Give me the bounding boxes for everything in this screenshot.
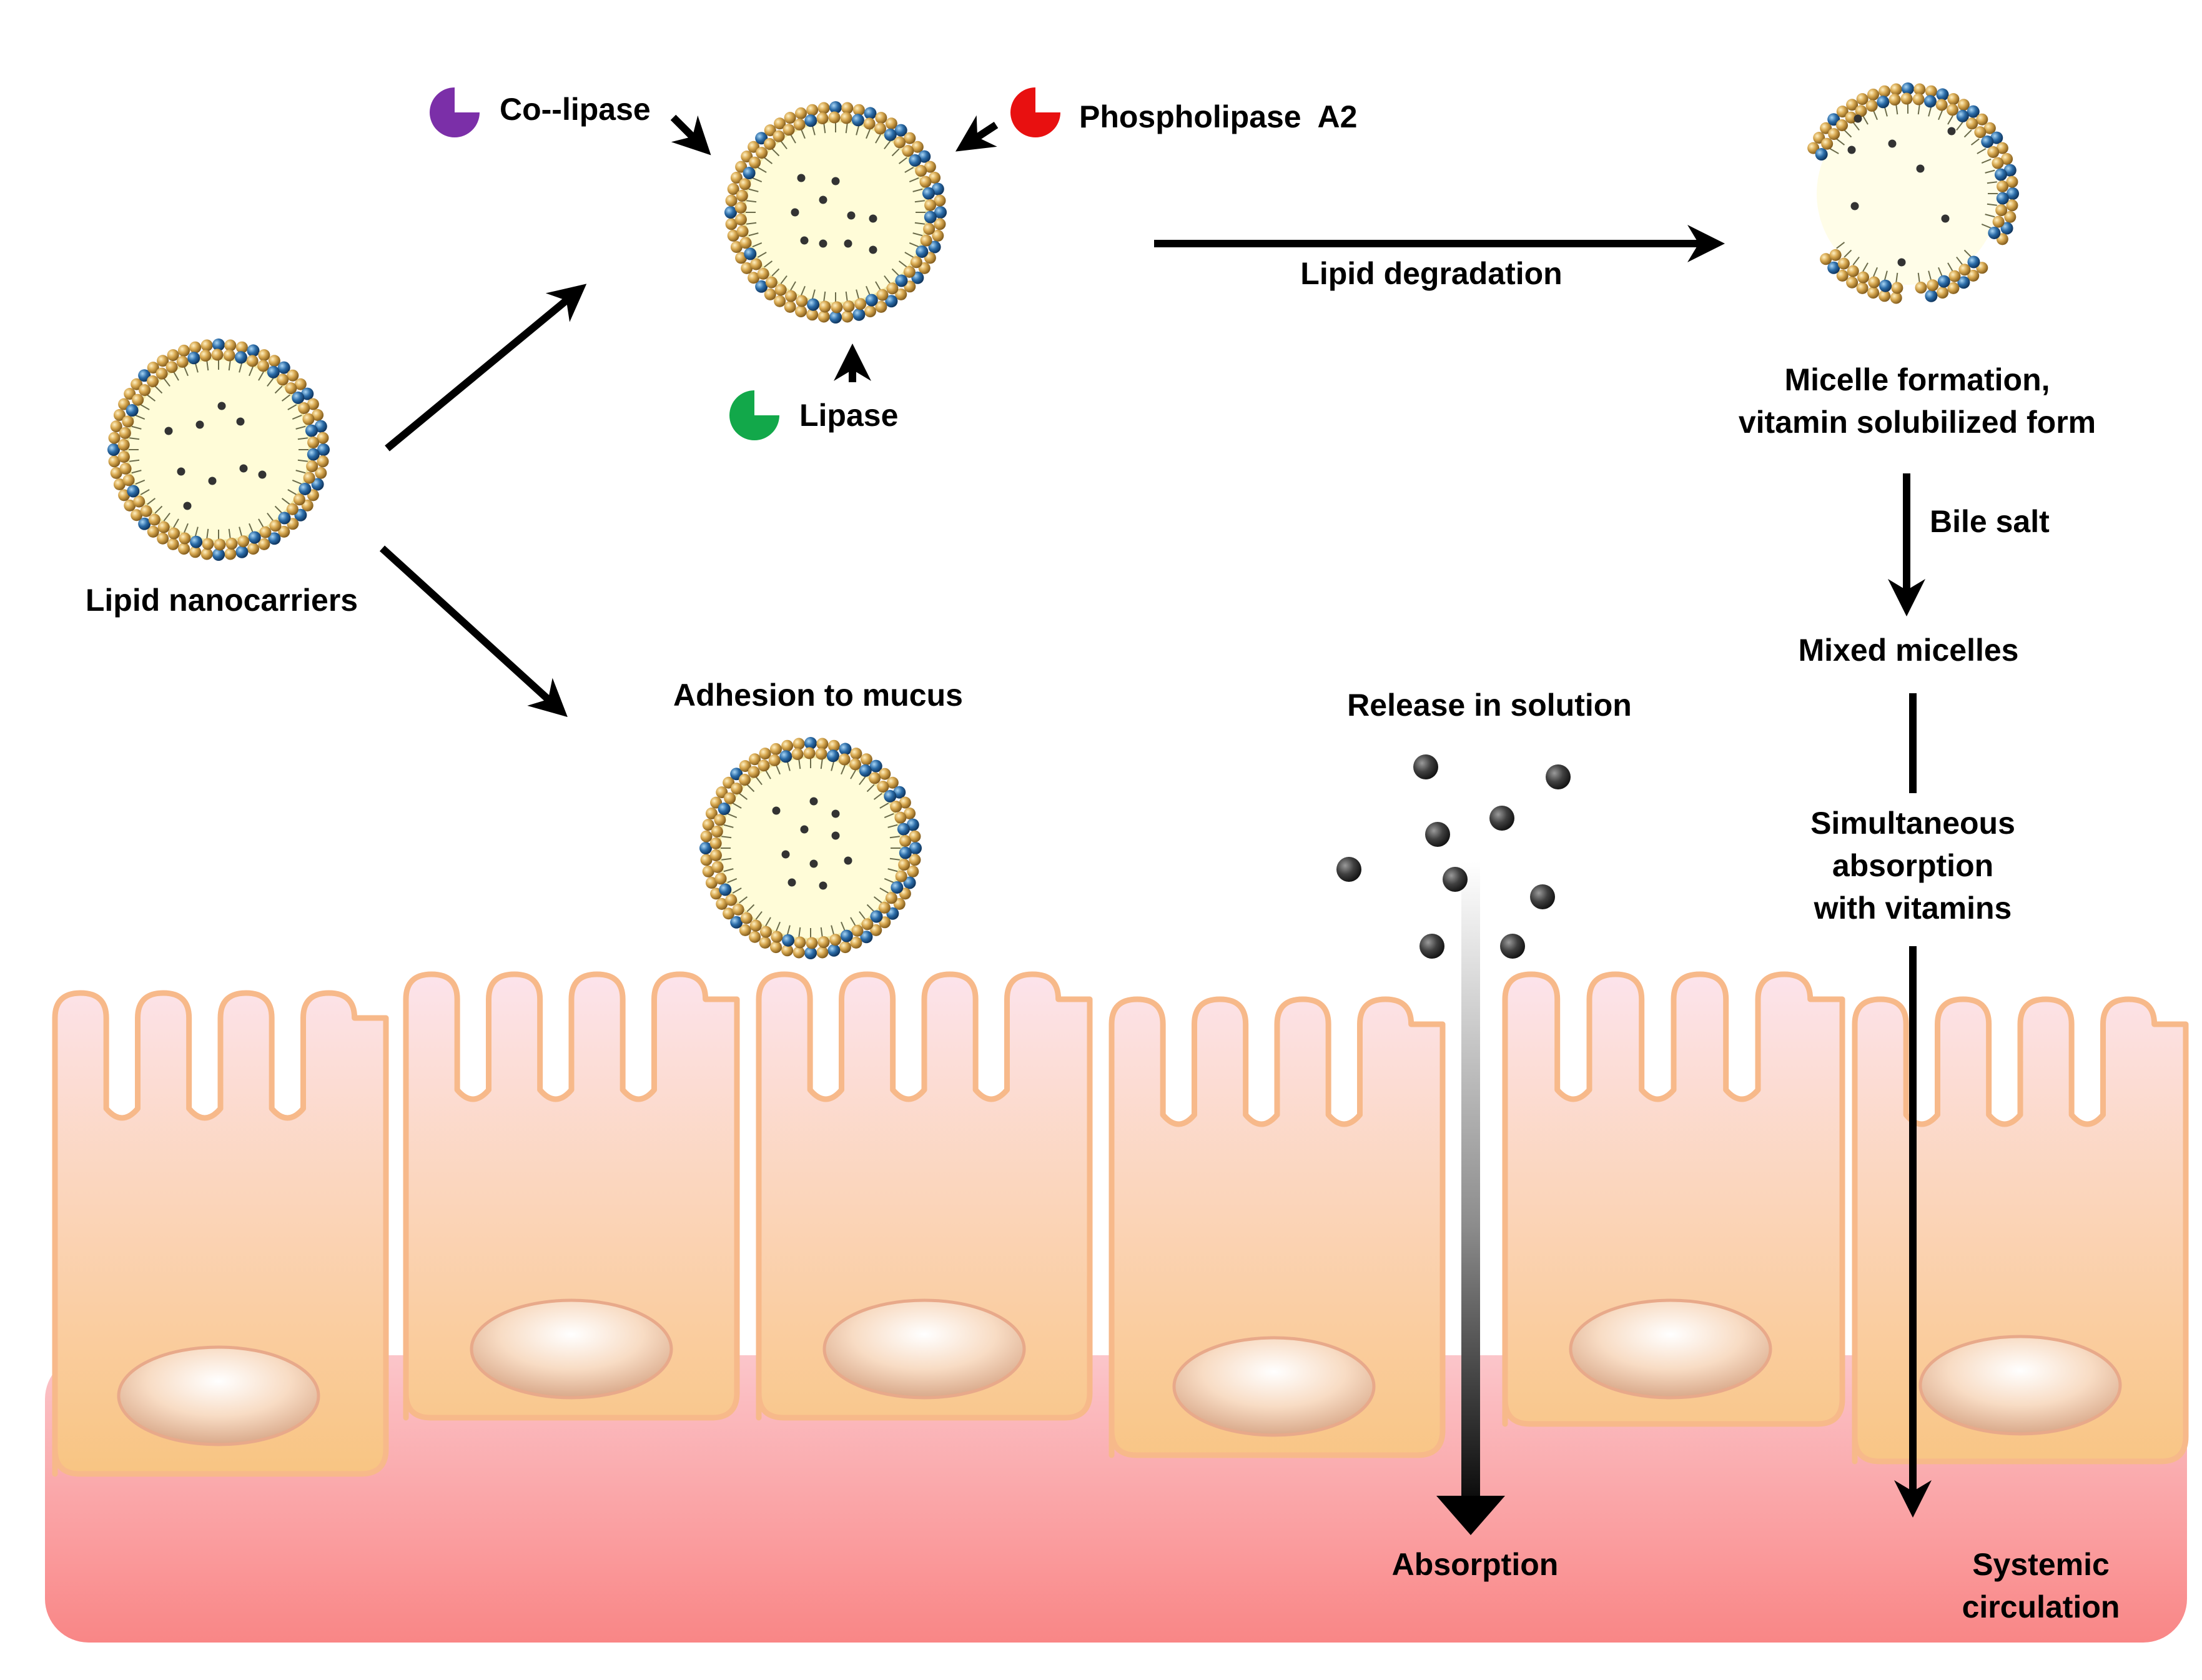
label-lipase: Lipase (799, 398, 898, 433)
drug-particle (1413, 754, 1438, 779)
label-systemic: Systemic (1972, 1547, 2110, 1582)
label-simultaneous: Simultaneous (1810, 806, 2015, 841)
drug-particle (1443, 867, 1468, 892)
label-bile-salt: Bile salt (1930, 504, 2050, 539)
intestinal-epithelium (45, 971, 2189, 1643)
process-arrows (379, 114, 1932, 1518)
co-lipase-icon (430, 87, 480, 137)
cell-nucleus (1569, 1298, 1772, 1400)
arrow-to-enzymes (385, 284, 587, 452)
arrow-coLipase-attack (670, 114, 711, 156)
label-absorption-line: absorption (1832, 848, 1993, 883)
drug-particle (1489, 806, 1514, 831)
degraded-micelle (1807, 82, 2019, 304)
cell-nucleus (117, 1345, 320, 1446)
label-lipid-nanocarriers: Lipid nanocarriers (86, 583, 358, 618)
absorption-arrow (1436, 862, 1505, 1535)
drug-particle (1419, 934, 1444, 959)
released-drug-particles (1336, 754, 1571, 959)
epithelial-cell (1852, 996, 2189, 1465)
cell-nucleus (822, 1298, 1026, 1400)
label-release-in-solution: Release in solution (1347, 688, 1632, 723)
label-co-lipase: Co--lipase (500, 92, 651, 127)
cell-nucleus (1172, 1336, 1376, 1437)
arrow-phospholipase-attack (955, 115, 999, 152)
tissue-background (45, 1355, 2187, 1643)
drug-particle (1425, 822, 1450, 847)
label-adhesion-to-mucus: Adhesion to mucus (673, 678, 963, 713)
drug-particle (1546, 764, 1571, 789)
cell-nucleus (470, 1298, 673, 1400)
label-with-vitamins: with vitamins (1814, 891, 2012, 926)
lipid-nanocarrier-enzyme-attack (724, 101, 947, 324)
label-phospholipase-a2: Phospholipase A2 (1079, 99, 1357, 134)
label-mixed-micelles: Mixed micelles (1799, 633, 2019, 668)
epithelial-cell (756, 971, 1093, 1421)
epithelial-cell (1502, 971, 1845, 1427)
lipase-icon (729, 390, 779, 440)
phospholipase-icon (1010, 87, 1060, 137)
label-absorption: Absorption (1392, 1547, 1559, 1582)
label-vitamin-solubilized: vitamin solubilized form (1739, 405, 2096, 440)
lipid-nanocarrier-source (107, 338, 330, 561)
label-lipid-degradation: Lipid degradation (1300, 256, 1562, 291)
enzyme-icons (430, 87, 1060, 440)
drug-particle (1530, 884, 1555, 909)
labels: Lipid nanocarriers Co--lipase Phospholip… (86, 92, 2120, 1624)
label-micelle-formation: Micelle formation, (1784, 362, 2050, 397)
epithelial-cell (52, 990, 389, 1477)
drug-particle (1500, 934, 1525, 959)
drug-particle (1336, 857, 1361, 882)
cell-nucleus (1918, 1335, 2122, 1436)
epithelial-cell (403, 971, 740, 1421)
epithelial-cell (1108, 996, 1446, 1458)
label-circulation: circulation (1962, 1589, 2120, 1624)
lipid-nanocarrier-mucus (699, 737, 922, 959)
arrow-to-mucus (379, 545, 568, 718)
